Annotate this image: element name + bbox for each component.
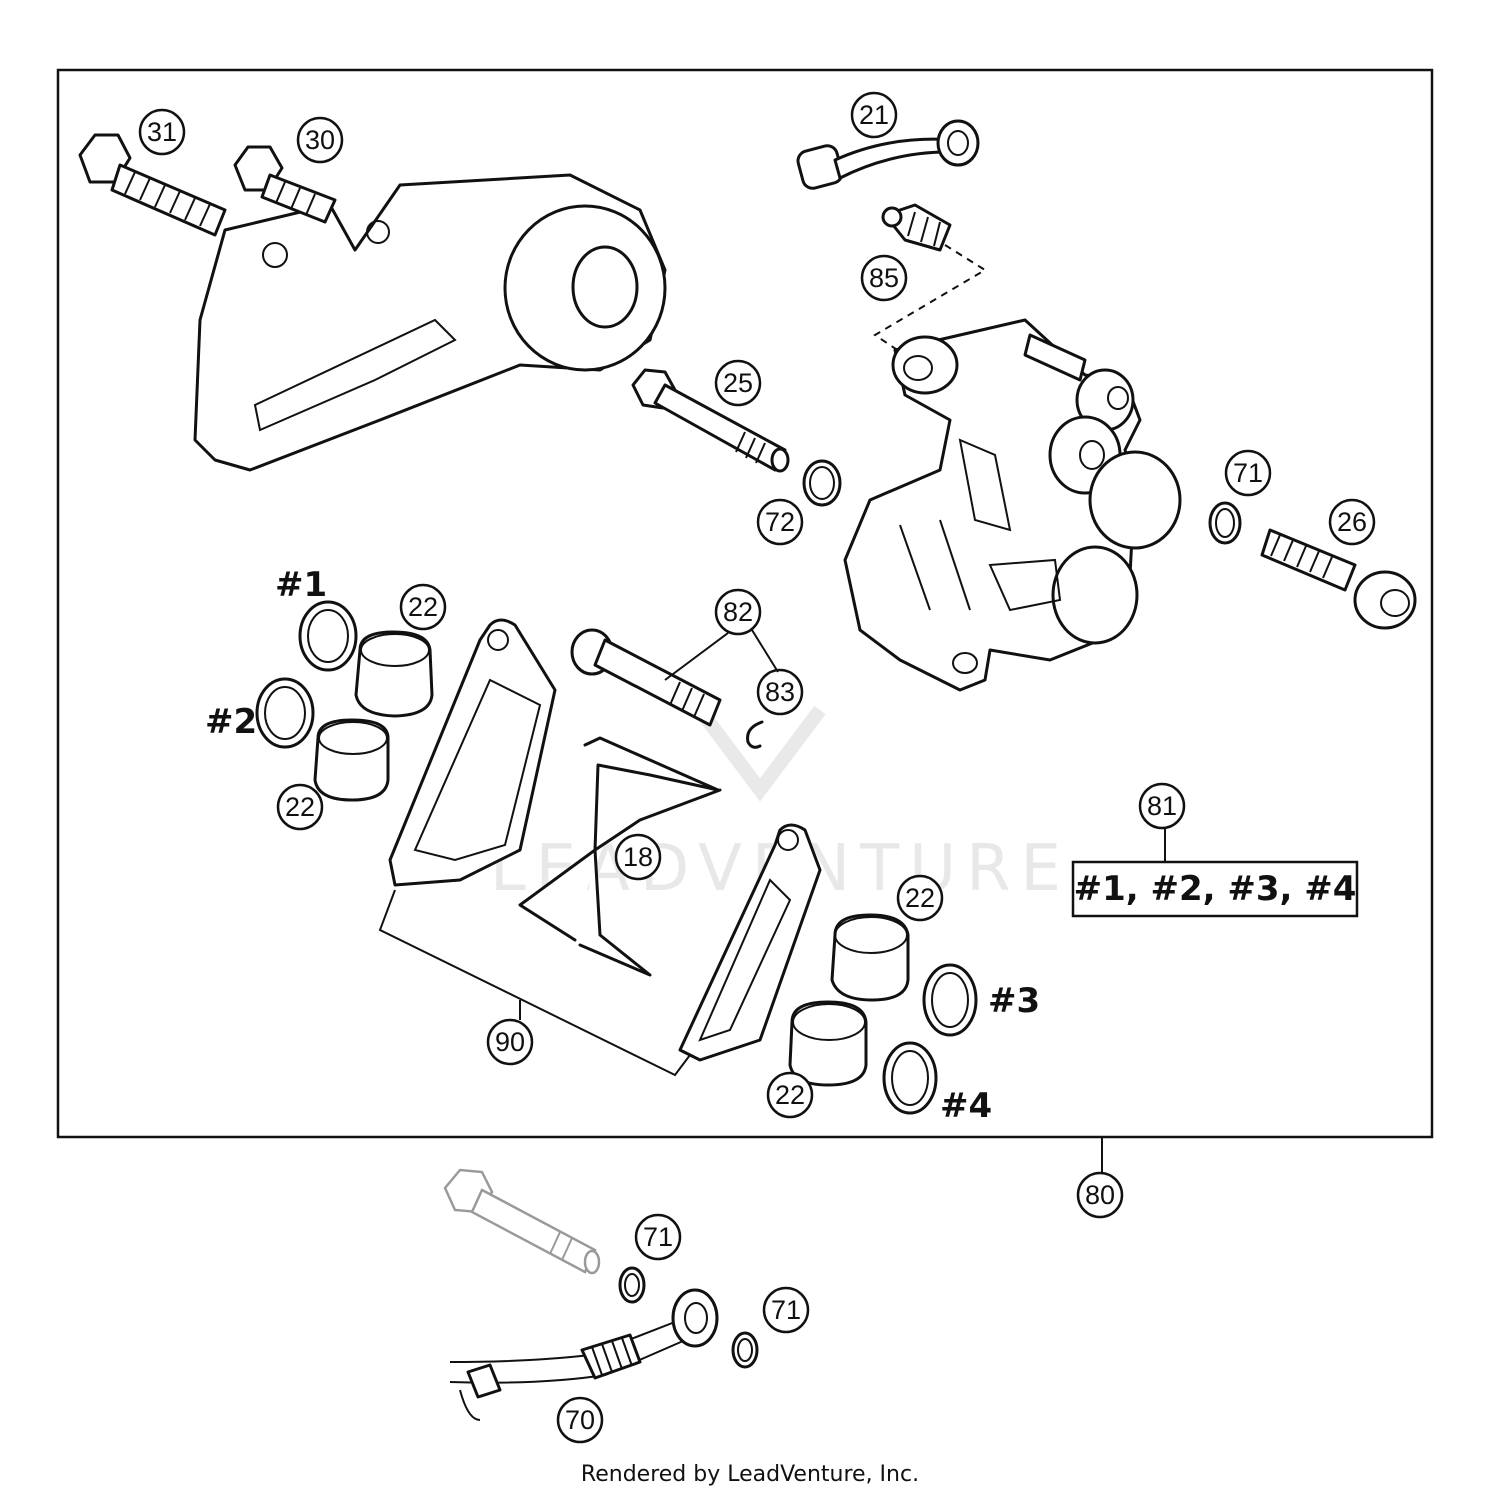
seal-kit-box <box>1071 860 1359 918</box>
callout-22-upper-right: 22 <box>896 874 944 922</box>
svg-text:30: 30 <box>305 125 335 155</box>
svg-text:21: 21 <box>859 100 889 130</box>
bolt-30 <box>233 145 337 224</box>
svg-text:22: 22 <box>905 883 935 913</box>
callout-22-lower-left: 22 <box>276 783 324 831</box>
piston-upper-right <box>830 913 910 1002</box>
brake-pad-right <box>678 823 822 1062</box>
mark-1: #1 <box>275 565 327 605</box>
svg-text:31: 31 <box>147 117 177 147</box>
svg-text:83: 83 <box>765 677 795 707</box>
piston-upper-left <box>354 630 434 718</box>
callout-21: 21 <box>850 91 898 139</box>
seal-2 <box>255 677 315 749</box>
callout-18: 18 <box>614 833 662 881</box>
callout-72: 72 <box>756 498 804 546</box>
callout-90: 90 <box>486 1018 534 1066</box>
svg-text:80: 80 <box>1085 1180 1115 1210</box>
callout-70: 70 <box>556 1396 604 1444</box>
pad-pin-82 <box>570 628 722 727</box>
bleed-screw-85 <box>881 203 952 252</box>
seal-1 <box>298 600 358 672</box>
svg-text:82: 82 <box>723 597 753 627</box>
washer-71-lower <box>731 1331 759 1369</box>
bolt-26 <box>1260 528 1417 630</box>
svg-text:90: 90 <box>495 1027 525 1057</box>
svg-text:71: 71 <box>643 1222 673 1252</box>
callout-71-lower: 71 <box>762 1286 810 1334</box>
mark-3: #3 <box>988 981 1040 1021</box>
washer-71 <box>1208 501 1242 545</box>
caliper-bracket <box>193 173 667 472</box>
pad-spring-18 <box>518 736 722 977</box>
brake-pad-left <box>388 618 557 887</box>
brake-hose-70 <box>449 1288 719 1421</box>
caliper-body <box>843 318 1182 692</box>
piston-lower-left <box>313 718 390 802</box>
svg-text:71: 71 <box>1233 458 1263 488</box>
callout-71-upper: 71 <box>634 1213 682 1261</box>
pad-kit-bracket <box>378 889 691 1077</box>
svg-text:81: 81 <box>1147 791 1177 821</box>
callout-81: 81 <box>1138 782 1186 830</box>
callout-22-upper-left: 22 <box>399 583 447 631</box>
svg-text:70: 70 <box>565 1405 595 1435</box>
svg-text:18: 18 <box>623 842 653 872</box>
svg-text:22: 22 <box>775 1080 805 1110</box>
callout-83: 83 <box>756 668 804 716</box>
svg-text:26: 26 <box>1337 507 1367 537</box>
svg-text:72: 72 <box>765 507 795 537</box>
svg-text:85: 85 <box>869 263 899 293</box>
footer-credit: Rendered by LeadVenture, Inc. <box>580 1462 920 1487</box>
seal-4 <box>882 1041 938 1115</box>
callout-82: 82 <box>714 588 762 636</box>
callout-22-lower-right: 22 <box>766 1071 814 1119</box>
svg-text:22: 22 <box>285 792 315 822</box>
seal-3 <box>922 963 978 1037</box>
callout-71: 71 <box>1224 449 1272 497</box>
piston-lower-right <box>788 1000 868 1087</box>
mark-2: #2 <box>205 702 257 742</box>
svg-text:25: 25 <box>723 368 753 398</box>
callout-80: 80 <box>1076 1171 1124 1219</box>
bleed-cap-21 <box>796 119 980 190</box>
callout-26: 26 <box>1328 498 1376 546</box>
mark-4: #4 <box>940 1086 992 1126</box>
washer-71-upper <box>618 1266 646 1304</box>
callout-85: 85 <box>860 254 908 302</box>
seal-kit-label: #1, #2, #3, #4 <box>1074 869 1357 909</box>
bolt-31 <box>78 133 227 237</box>
svg-text:22: 22 <box>408 592 438 622</box>
callout-25: 25 <box>714 359 762 407</box>
clip-83 <box>746 720 764 749</box>
pin-bolt-25 <box>631 368 790 473</box>
svg-text:71: 71 <box>771 1295 801 1325</box>
banjo-bolt <box>443 1168 601 1275</box>
callout-30: 30 <box>296 116 344 164</box>
callout-31: 31 <box>138 108 186 156</box>
assembly-frame <box>56 68 1434 1139</box>
